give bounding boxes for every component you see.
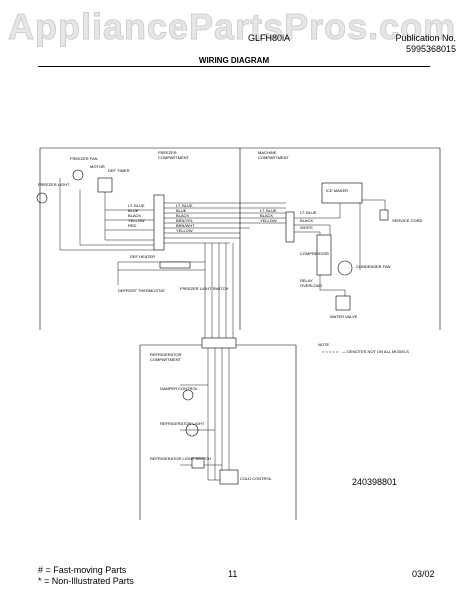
ice-maker-label: ICE MAKER bbox=[326, 188, 348, 193]
wire-label: YELLOW bbox=[128, 218, 145, 223]
wire-label: BRN/WHT bbox=[176, 223, 195, 228]
wire-label: YELLOW bbox=[260, 218, 277, 223]
terminal-block-refrigerator bbox=[201, 337, 237, 349]
overload-label: OVERLOAD bbox=[300, 283, 322, 288]
wire-label: BLUE bbox=[176, 208, 187, 213]
wire-label: BLUE bbox=[128, 208, 139, 213]
wire-label: RED bbox=[128, 223, 137, 228]
compressor-label: COMPRESSOR bbox=[300, 251, 329, 256]
wire-label: WHITE bbox=[300, 225, 313, 230]
wire-label: BLACK bbox=[176, 213, 189, 218]
defrost-thermostat-label: DEFROST THERMOSTAT bbox=[118, 288, 166, 293]
cold-control bbox=[219, 469, 239, 485]
motor-label: MOTOR bbox=[90, 164, 105, 169]
note-label: NOTE bbox=[318, 342, 329, 347]
def-timer-label: DEF TIMER bbox=[108, 168, 130, 173]
terminal-block-freezer bbox=[153, 194, 165, 251]
wire-label: LT. BLUE bbox=[128, 203, 145, 208]
legend-non-illustrated: * = Non-Illustrated Parts bbox=[38, 576, 134, 586]
machine-compartment-label: MACHINE COMPARTMENT bbox=[258, 150, 290, 160]
refrigerator-light-label: REFRIGERATOR LIGHT bbox=[160, 421, 205, 426]
title-rule bbox=[38, 66, 430, 67]
cold-control-label: COLD CONTROL bbox=[240, 476, 273, 481]
publication-number: 5995368015 bbox=[405, 44, 456, 54]
def-timer bbox=[97, 177, 113, 193]
condenser-fan-label: CONDENSER FAN bbox=[356, 264, 391, 269]
ice-maker bbox=[321, 182, 363, 204]
damper-control-label: DAMPER CONTROL bbox=[160, 386, 199, 391]
service-cord-label: SERVICE CORD bbox=[392, 218, 422, 223]
defrost-heater bbox=[159, 261, 191, 269]
watermark: AppliancePartsPros.com bbox=[7, 6, 457, 48]
wire-label: BLACK bbox=[128, 213, 141, 218]
refrigerator-light-switch-label: REFRIGERATOR LIGHT SWITCH bbox=[150, 456, 211, 461]
page-title: WIRING DIAGRAM bbox=[198, 56, 270, 65]
publication-info: Publication No. 5995368015 bbox=[395, 33, 456, 55]
refrigerator-compartment-label: REFRIGERATOR COMPARTMENT bbox=[150, 352, 183, 362]
wire-label: LT. BLUE bbox=[300, 210, 317, 215]
damper-control bbox=[182, 389, 194, 401]
service-cord bbox=[379, 209, 389, 221]
legend-fast-moving: # = Fast-moving Parts bbox=[38, 565, 127, 575]
publication-label: Publication No. bbox=[395, 33, 456, 43]
relay-label: RELAY bbox=[300, 278, 313, 283]
model-number: GLFH80lA bbox=[248, 33, 291, 43]
freezer-fan-motor bbox=[72, 169, 84, 181]
freezer-fan-label: FREEZER FAN bbox=[70, 156, 98, 161]
water-valve-label: WATER VALVE bbox=[330, 314, 358, 319]
note-text: — DENOTES NOT ON ALL MODELS bbox=[342, 349, 409, 354]
wire-label: BLACK bbox=[300, 218, 313, 223]
wire-label: LT. BLUE bbox=[260, 208, 277, 213]
water-valve bbox=[335, 295, 351, 311]
wire-label: LT. BLUE bbox=[176, 203, 193, 208]
condenser-fan bbox=[337, 260, 353, 276]
freezer-light-switch-label: FREEZER LIGHT SWITCH bbox=[180, 286, 228, 291]
defrost-heater-label: DEF HEATER bbox=[130, 254, 155, 259]
freezer-compartment-label: FREEZER COMPARTMENT bbox=[158, 150, 190, 160]
compressor bbox=[316, 234, 332, 276]
terminal-block-machine bbox=[285, 211, 295, 243]
wire-label: YELLOW bbox=[176, 228, 193, 233]
page-number: 11 bbox=[228, 569, 238, 579]
freezer-light bbox=[36, 192, 48, 204]
freezer-light-label: FREEZER LIGHT bbox=[38, 182, 70, 187]
document-number: 240398801 bbox=[352, 477, 398, 487]
refrigerator-light bbox=[185, 423, 199, 437]
page-date: 03/02 bbox=[412, 569, 435, 579]
wire-label: BRN/YEL bbox=[176, 218, 194, 223]
wire-label: BLACK bbox=[260, 213, 273, 218]
refrigerator-light-switch bbox=[191, 457, 205, 469]
